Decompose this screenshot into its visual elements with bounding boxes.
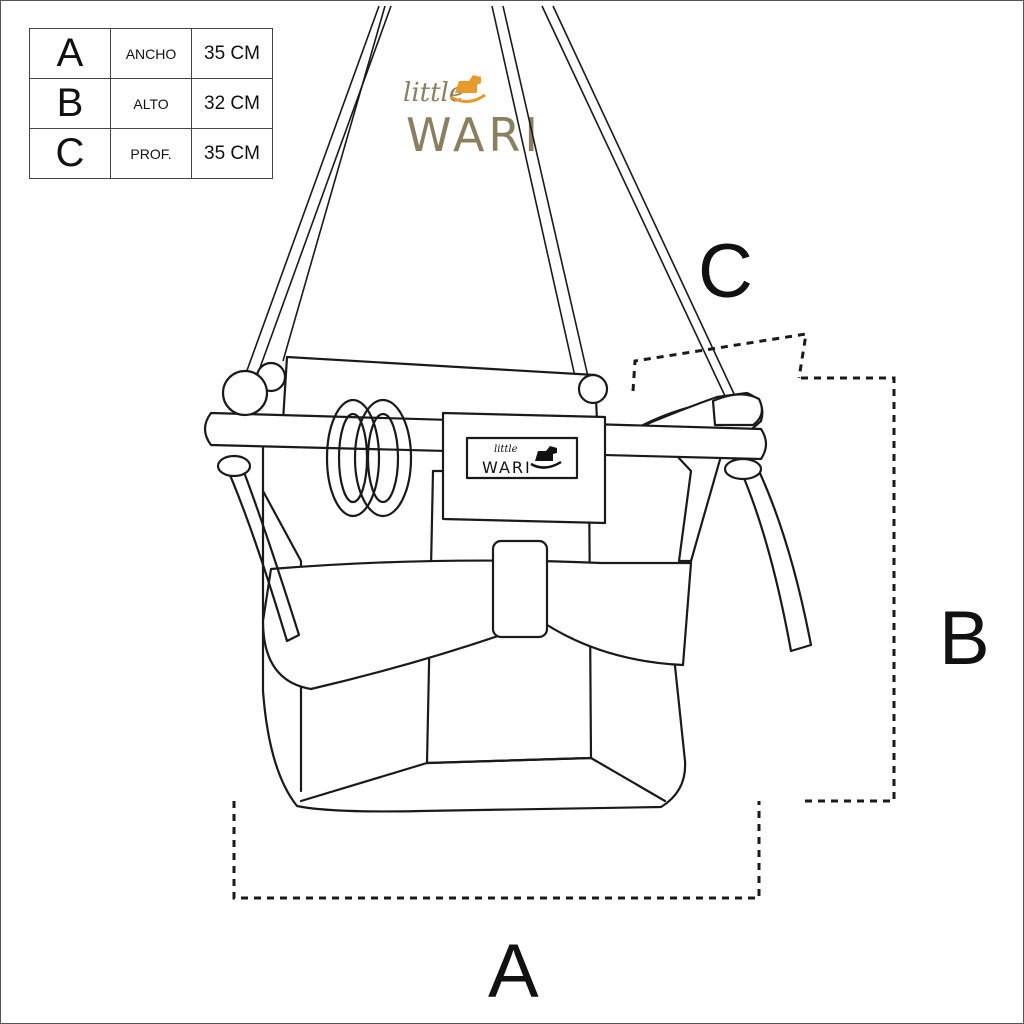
dimension-label-a: A	[488, 929, 539, 1014]
bar-end-right	[711, 393, 764, 427]
dimension-value: 35 CM	[191, 128, 273, 179]
dimension-key: A	[29, 28, 111, 79]
bar-end-ball	[221, 369, 269, 417]
dimension-key: B	[29, 78, 111, 129]
back-bar-end-right	[577, 373, 609, 405]
dimension-guide-a	[232, 801, 761, 900]
dimension-name: ANCHO	[110, 28, 192, 79]
brand-logo: little WARI	[403, 75, 542, 162]
seat-bottom-fold	[299, 756, 667, 803]
rocking-horse-icon	[530, 446, 562, 469]
dimension-key: C	[29, 128, 111, 179]
dimension-row-a: A ANCHO 35 CM	[29, 28, 273, 79]
brand-logo-line1: little	[403, 78, 464, 108]
label-tag-frame	[465, 436, 579, 480]
rocking-horse-icon	[450, 75, 486, 103]
hanging-ropes	[244, 5, 736, 397]
front-leg-band	[261, 559, 693, 691]
label-tag-line1: little	[494, 444, 518, 455]
label-tag-line2: WARI	[482, 458, 532, 477]
crotch-strap	[491, 539, 549, 639]
side-tie-ropes	[216, 454, 813, 653]
teething-rings	[325, 398, 413, 518]
dimension-label-c: C	[698, 229, 753, 314]
dimension-guide-b	[799, 376, 896, 803]
dimension-row-b: B ALTO 32 CM	[29, 78, 273, 129]
brand-logo-line2: WARI	[406, 108, 542, 162]
label-tag	[441, 411, 607, 525]
dimension-name: ALTO	[110, 78, 192, 129]
dimension-value: 35 CM	[191, 28, 273, 79]
dimension-guide-c	[631, 332, 808, 392]
seat-back-panel	[281, 355, 599, 423]
dimension-label-b: B	[939, 596, 990, 681]
dimension-row-c: C PROF. 35 CM	[29, 128, 273, 179]
dimensions-table: A ANCHO 35 CM B ALTO 32 CM C PROF. 35 CM	[29, 28, 273, 179]
seat-left-fold	[261, 489, 303, 793]
dimension-name: PROF.	[110, 128, 192, 179]
